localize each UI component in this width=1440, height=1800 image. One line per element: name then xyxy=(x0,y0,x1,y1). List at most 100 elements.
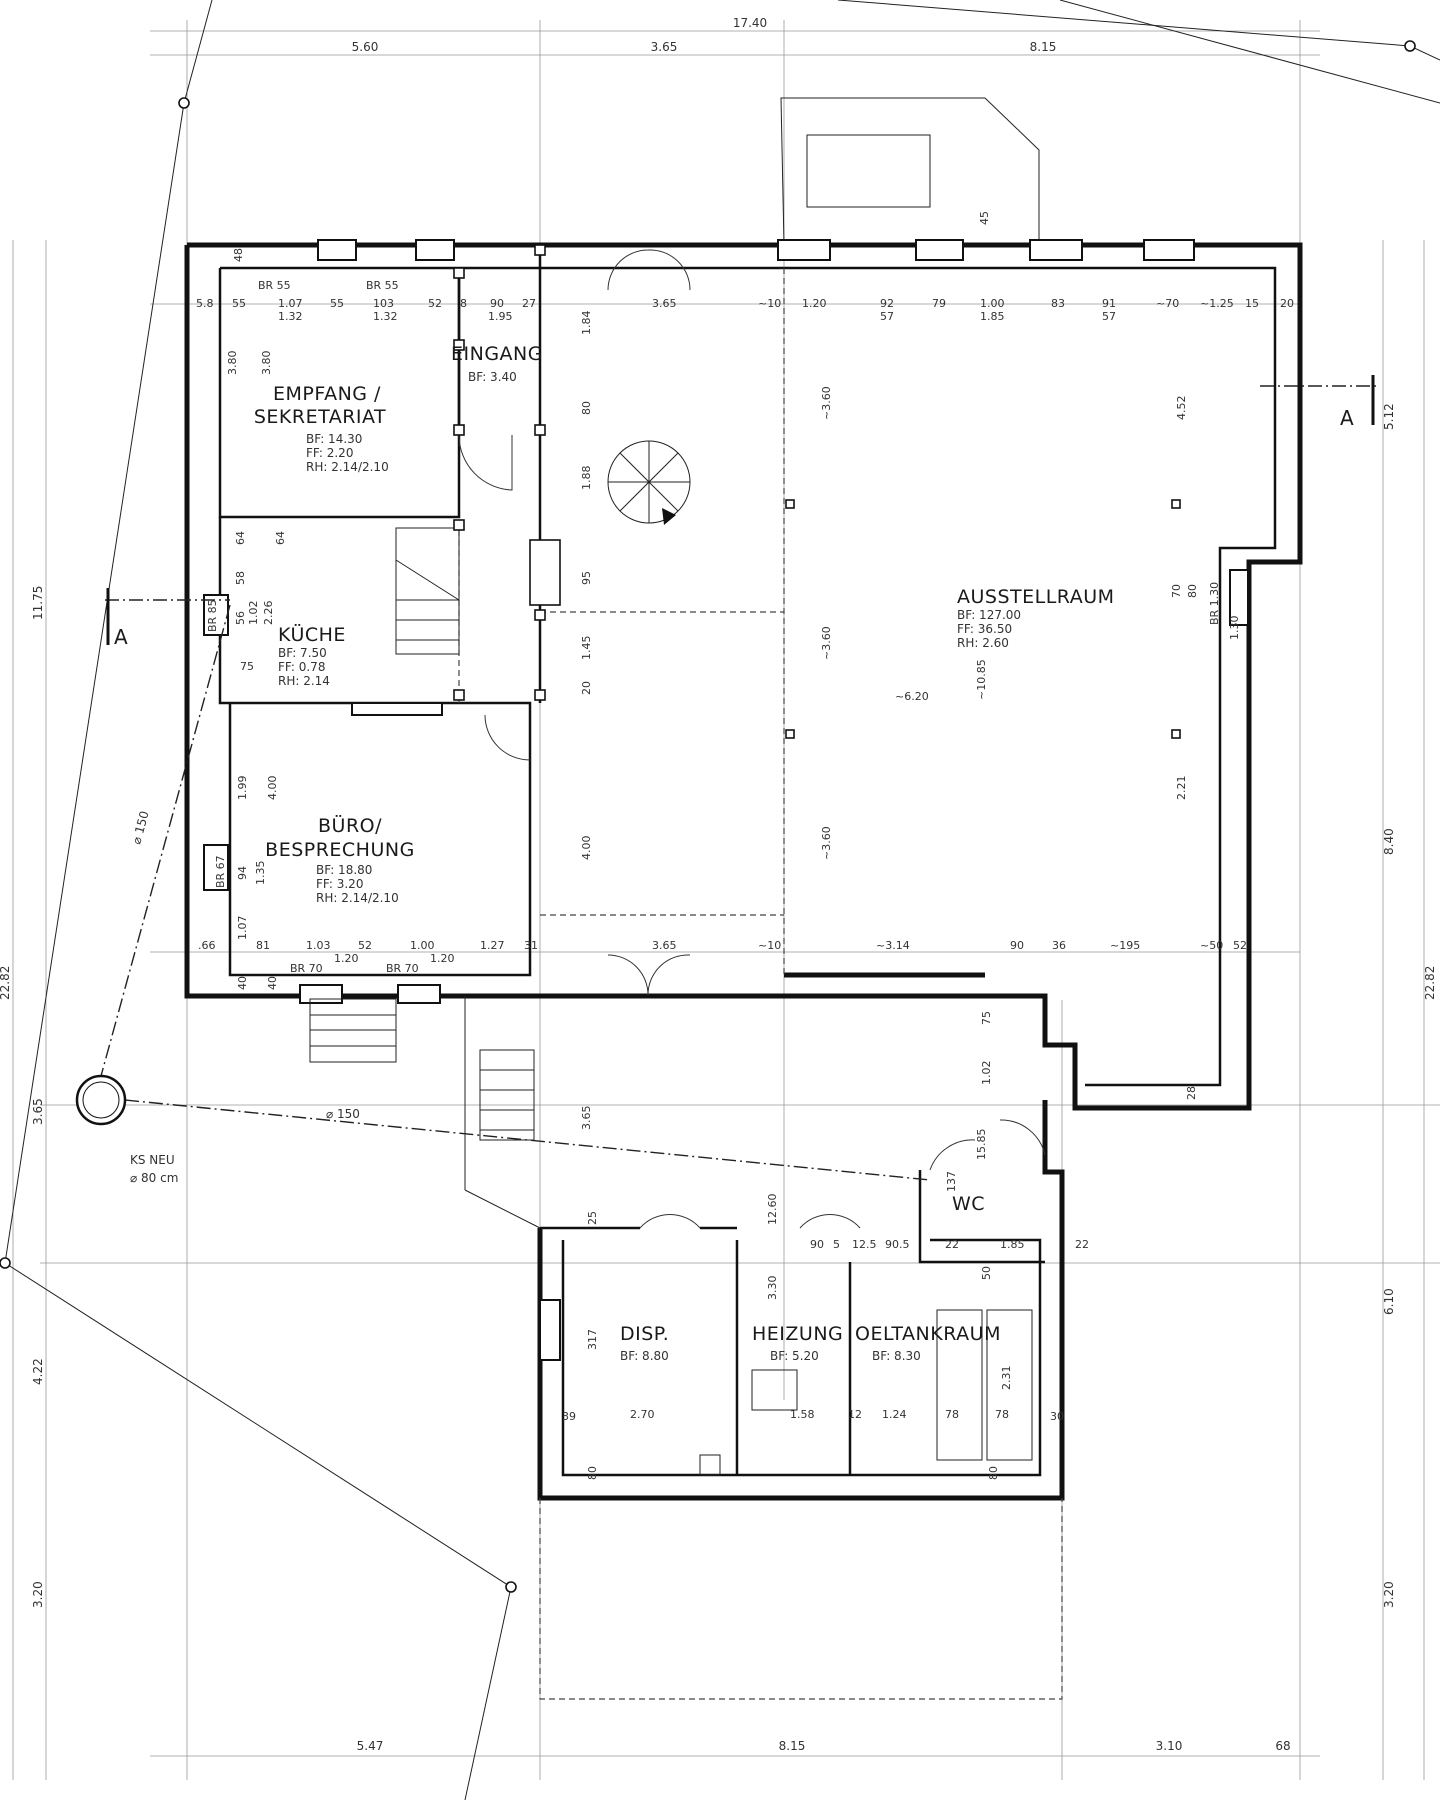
dim: 57 xyxy=(1102,310,1116,323)
dim: ~50 xyxy=(1200,939,1223,952)
dim: 5 xyxy=(833,1238,840,1251)
window-label: BR 55 xyxy=(258,279,291,292)
dim: 15.85 xyxy=(975,1129,988,1161)
dim: 90 xyxy=(490,297,504,310)
dim: ~3.14 xyxy=(876,939,910,952)
dim: 80 xyxy=(586,1466,599,1480)
dim: 70 xyxy=(1170,584,1183,598)
outer-dimensions: 17.40 5.60 3.65 8.15 45 5.47 8.15 3.10 6… xyxy=(0,16,1437,1753)
dim-bay: 45 xyxy=(978,211,991,225)
dim: ~1.25 xyxy=(1200,297,1234,310)
room-name-wc: WC xyxy=(952,1193,985,1215)
window-label: BR 85 xyxy=(206,599,219,632)
dim: 1.02 xyxy=(980,1061,993,1086)
columns xyxy=(453,244,1181,739)
dim: 80 xyxy=(987,1466,1000,1480)
room-name-heizung: HEIZUNG xyxy=(752,1323,843,1345)
room-ff: FF: 0.78 xyxy=(278,660,325,674)
dim-right: 22.82 xyxy=(1423,966,1437,1000)
dim-top: 8.15 xyxy=(1030,40,1057,54)
dim-right: 3.20 xyxy=(1382,1581,1396,1608)
dim-left: 3.20 xyxy=(31,1581,45,1608)
dim: ~3.60 xyxy=(820,626,833,660)
dim: 2.70 xyxy=(630,1408,655,1421)
dim: 1.03 xyxy=(306,939,331,952)
dim: 137 xyxy=(945,1171,958,1192)
dim: 3.65 xyxy=(580,1106,593,1131)
room-rh: RH: 2.14/2.10 xyxy=(316,891,399,905)
dim: 50 xyxy=(980,1266,993,1280)
dim: 103 xyxy=(373,297,394,310)
dim-total-width: 17.40 xyxy=(733,16,767,30)
dim: 1.99 xyxy=(236,776,249,801)
dim: ~10 xyxy=(758,939,781,952)
dim: 57 xyxy=(880,310,894,323)
room-name-sekretariat: SEKRETARIAT xyxy=(254,406,386,428)
room-name-oeltankraum: OELTANKRAUM xyxy=(855,1323,1001,1345)
room-name-buero: BÜRO/ xyxy=(318,814,382,837)
room-name-disp: DISP. xyxy=(620,1323,669,1345)
dim: 1.00 xyxy=(980,297,1005,310)
dim: 56 xyxy=(234,611,247,625)
dim: 1.24 xyxy=(882,1408,907,1421)
top-bay xyxy=(780,97,1040,246)
dim: 90.5 xyxy=(885,1238,910,1251)
dim: 1.45 xyxy=(580,636,593,661)
room-name-kueche: KÜCHE xyxy=(278,623,346,646)
dim: 1.88 xyxy=(580,466,593,491)
dim: 8 xyxy=(460,297,467,310)
dim-right: 6.10 xyxy=(1382,1288,1396,1315)
window-label: BR 67 xyxy=(214,855,227,888)
dim: 12.5 xyxy=(852,1238,877,1251)
dim: ~10 xyxy=(758,297,781,310)
dim: .66 xyxy=(198,939,216,952)
dim: 80 xyxy=(1186,584,1199,598)
dim: 20 xyxy=(1280,297,1294,310)
room-bf: BF: 3.40 xyxy=(468,370,517,384)
dim: 22 xyxy=(1075,1238,1089,1251)
dim: 64 xyxy=(274,531,287,545)
manhole-label: KS NEU xyxy=(130,1153,175,1167)
dim: 317 xyxy=(586,1329,599,1350)
dim: 1.35 xyxy=(254,861,267,886)
dim: 12 xyxy=(848,1408,862,1421)
dim: 1.85 xyxy=(980,310,1005,323)
dim-left: 3.65 xyxy=(31,1098,45,1125)
dim: ~6.20 xyxy=(895,690,929,703)
dim: 1.27 xyxy=(480,939,505,952)
stairs xyxy=(309,440,691,1141)
dim: 1.84 xyxy=(580,311,593,336)
room-rh: RH: 2.14 xyxy=(278,674,330,688)
room-ff: FF: 2.20 xyxy=(306,446,353,460)
dim: 3.30 xyxy=(766,1276,779,1301)
dim: 1.58 xyxy=(790,1408,815,1421)
section-mark-right: A xyxy=(1340,406,1354,430)
dim: 80 xyxy=(580,401,593,415)
dim: 55 xyxy=(330,297,344,310)
room-bf: BF: 5.20 xyxy=(770,1349,819,1363)
room-ff: FF: 36.50 xyxy=(957,622,1012,636)
section-mark-left: A xyxy=(114,625,128,649)
dim-bottom: 5.47 xyxy=(357,1739,384,1753)
room-name-ausstellraum: AUSSTELLRAUM xyxy=(957,586,1115,608)
dim: 1.07 xyxy=(236,916,249,941)
dim: 28 xyxy=(1185,1086,1198,1100)
dim: 78 xyxy=(995,1408,1009,1421)
dim: 48 xyxy=(232,248,245,262)
dim: 40 xyxy=(266,976,279,990)
dim: ~195 xyxy=(1110,939,1140,952)
window-label: BR 70 xyxy=(290,962,323,975)
room-bf: BF: 7.50 xyxy=(278,646,327,660)
dim-bottom: 3.10 xyxy=(1156,1739,1183,1753)
building-walls xyxy=(184,242,1303,1700)
room-bf: BF: 127.00 xyxy=(957,608,1021,622)
room-bf: BF: 8.30 xyxy=(872,1349,921,1363)
dim: 90 xyxy=(1010,939,1024,952)
dim: 3.65 xyxy=(652,939,677,952)
dim: 75 xyxy=(240,660,254,673)
room-name-empfang: EMPFANG / xyxy=(273,383,381,405)
pipe-label: ⌀ 150 xyxy=(326,1107,360,1121)
dim: 1.20 xyxy=(334,952,359,965)
